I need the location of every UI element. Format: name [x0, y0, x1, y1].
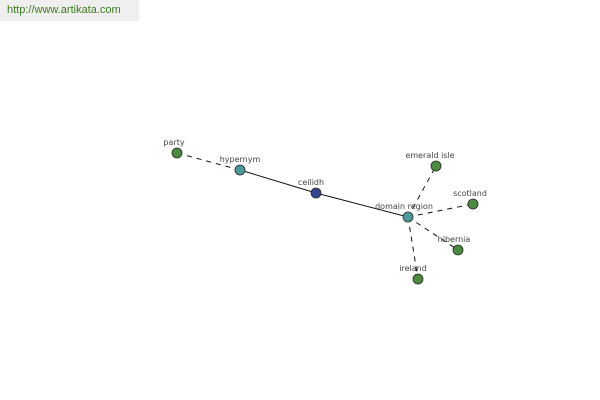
node-label-domain-region: domain region	[375, 202, 433, 211]
graph-nodes	[171, 147, 479, 285]
edge-domain-region-scotland	[407, 203, 474, 218]
node-label-party: party	[163, 138, 184, 147]
edge-ceilidh-domain-region	[315, 192, 409, 218]
node-domain-region[interactable]	[402, 211, 414, 223]
node-ceilidh[interactable]	[310, 187, 322, 199]
edge-hypernym-party	[176, 152, 241, 171]
node-label-hypernym: hypernym	[220, 155, 261, 164]
node-hypernym[interactable]	[234, 164, 246, 176]
watermark-url: http://www.artikata.com	[0, 0, 139, 21]
node-scotland[interactable]	[467, 198, 479, 210]
graph-edges	[176, 152, 474, 280]
node-party[interactable]	[171, 147, 183, 159]
node-label-emerald-isle: emerald isle	[405, 151, 454, 160]
node-hibernia[interactable]	[452, 244, 464, 256]
edge-domain-region-hibernia	[407, 216, 459, 251]
node-label-hibernia: hibernia	[438, 235, 471, 244]
node-emerald-isle[interactable]	[430, 160, 442, 172]
node-label-ceilidh: ceilidh	[298, 178, 324, 187]
node-ireland[interactable]	[412, 273, 424, 285]
graph-labels: ceilidh hypernym domain region party emerald…	[163, 138, 487, 273]
node-label-scotland: scotland	[453, 189, 487, 198]
node-label-ireland: ireland	[399, 264, 427, 273]
edge-ceilidh-hypernym	[239, 169, 317, 194]
edge-domain-region-ireland	[407, 216, 419, 280]
